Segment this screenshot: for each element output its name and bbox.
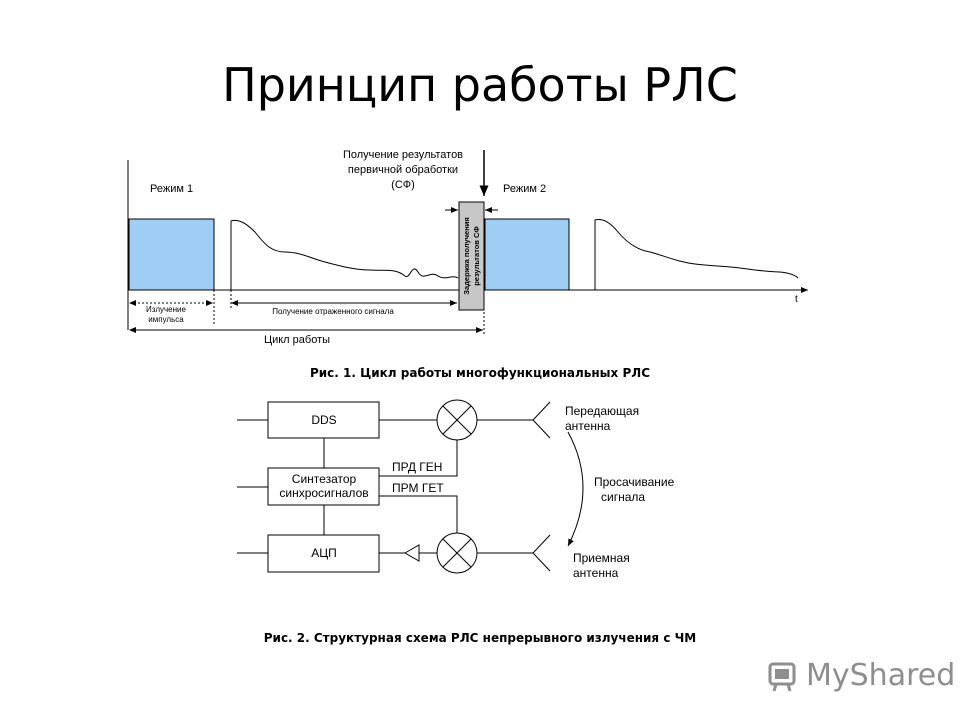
tx-antenna-label-line2: антенна [565,419,611,433]
logo-icon [768,662,796,692]
leak-label-line2: сигнала [601,490,645,504]
figure-1-timing: t Режим 1 Задержка получения результатов… [127,149,808,346]
logo-text: MyShared [806,658,956,693]
result-label-line3: (СФ) [391,179,415,191]
synth-label-line2: синхросигналов [279,486,368,500]
cycle-label: Цикл работы [264,334,330,346]
figure-1-caption: Рис. 1. Цикл работы многофункциональных … [309,366,651,380]
mode-2-label: Режим 2 [503,183,546,195]
sf-delay-block [458,201,485,311]
rx-antenna [532,534,551,572]
leakage-arc [567,431,584,547]
figure-2-block-diagram [237,399,584,574]
delay-label-line2: результатов СФ [472,226,481,286]
tx-gen-line [379,440,458,477]
synth-block [267,467,380,506]
emission-label-line2: импульса [148,315,184,324]
figure-2-caption: Рис. 2. Структурная схема РЛС непрерывно… [263,631,697,645]
reception-label: Получение отраженного сигнала [272,307,394,316]
tx-antenna-label-line1: Передающая [565,404,639,418]
emission-label-line1: Излучение [146,305,187,314]
adc-label: АЦП [311,546,337,560]
rx-antenna-label-line1: Приемная [573,551,630,565]
tx-gen-label: ПРД ГЕН [392,460,442,474]
result-label-line1: Получение результатов [343,149,463,161]
mode-1-label: Режим 1 [150,183,193,195]
synth-label-line1: Синтезатор [292,472,357,486]
rx-get-label: ПРМ ГЕТ [392,481,444,495]
result-label-line2: первичной обработки [348,164,458,176]
echo-signal-1 [230,219,459,290]
rx-get-line [379,495,458,533]
pulse-mode-2 [484,218,570,291]
leak-label-line1: Просачивание [594,475,675,489]
watermark-logo: MyShared [766,656,955,696]
rx-antenna-label-line2: антенна [573,566,619,580]
pulse-mode-1 [128,218,215,291]
dds-label: DDS [311,413,336,427]
slide-title: Принцип работы РЛС [222,58,738,112]
delay-label-line1: Задержка получения [462,217,471,294]
amplifier [403,544,420,562]
tx-antenna [532,401,551,439]
time-axis-label: t [795,294,798,305]
echo-signal-2 [594,219,799,290]
